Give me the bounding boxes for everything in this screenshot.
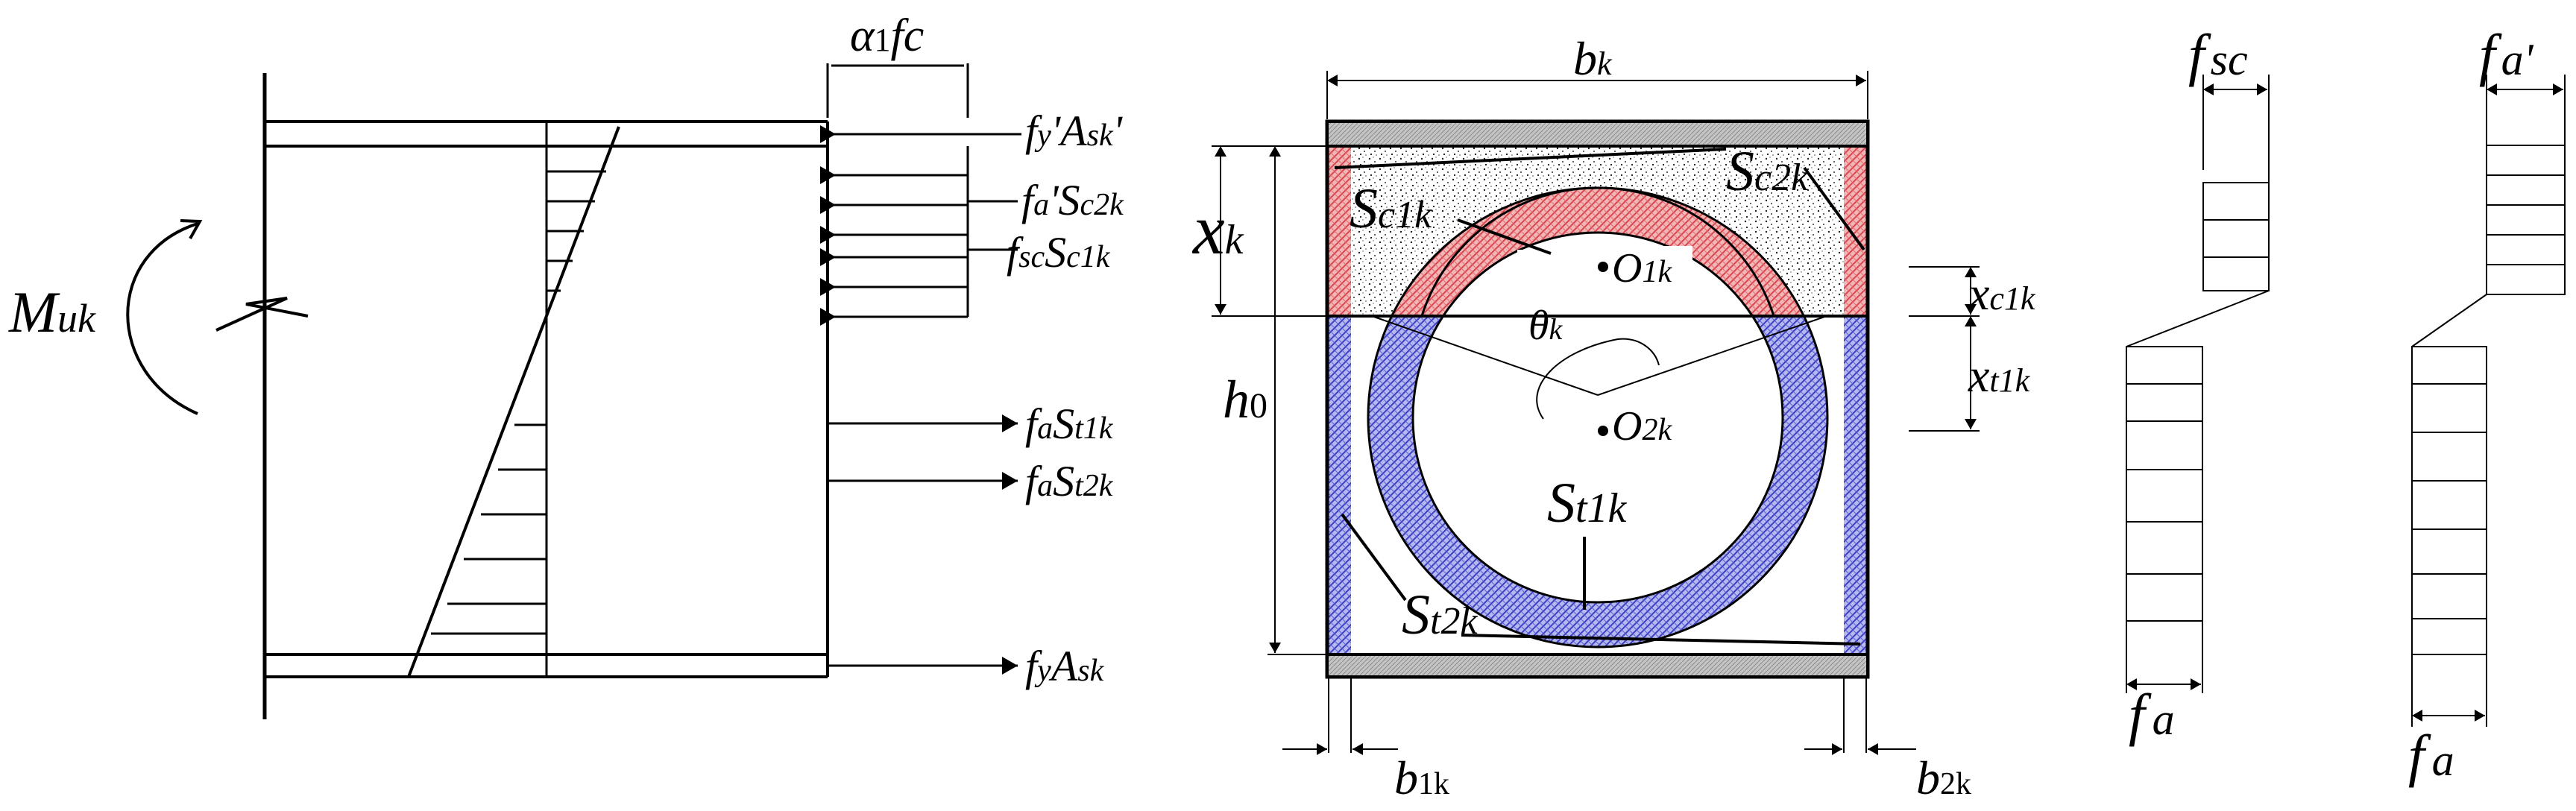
bottom-flange-plate [1326,653,1869,678]
o1k-label: O1k [1612,245,1672,291]
core-outline [1420,186,1775,316]
cross-section: bk xk h0 Sc1k Sc2k O1k θk O2k St1k St2k … [1191,32,2036,804]
bk-label: bk [1573,32,1613,85]
o2k-point [1598,426,1608,436]
stress-diagram-steel-wall [2411,75,2566,727]
top-flange-plate [1326,120,1869,148]
st1k-label: St1k [1547,472,1628,534]
fa-st1k-label: faSt1k [1025,400,1114,448]
xc1k-label: xc1k [1968,267,2036,320]
o2k-label: O2k [1612,403,1672,449]
sc2k-leader-2 [1803,166,1865,251]
st2k-leader-1 [1341,513,1407,602]
xt1k-label: xt1k [1968,349,2031,402]
fy-ask-label: fyAsk [1025,642,1105,690]
wall-compression-block [2486,145,2566,295]
moment-arrowhead [180,219,203,239]
strain-diagonal [407,126,620,678]
thetak-label: θk [1528,303,1563,349]
moment-arc [126,222,198,415]
fsc-sc1k-label: fscSc1k [1007,228,1111,277]
sc1k-label: Sc1k [1350,177,1432,240]
tube-tension-block [2126,346,2203,622]
b2k-label: b2k [1916,751,1971,804]
label-mask [1517,250,1592,302]
stress-diagram-steel-tube [2126,75,2270,693]
left-labels: Muk α1fc fy'Ask' fa'Sc2k fscSc1k faSt1k … [8,10,1124,690]
compression-block [820,63,1021,675]
xk-label: xk [1191,189,1244,269]
left-stress-section [126,73,829,719]
h0-label: h0 [1223,370,1267,429]
st2k-leader-2 [1461,634,1861,646]
tube-stress-diagonal [2126,290,2270,347]
sc2k-label: Sc2k [1726,140,1809,203]
label-mask-2 [1603,246,1692,302]
fy-prime-ask-label: fy'Ask' [1025,107,1124,155]
strain-hatch-lines [431,170,606,635]
o1k-point [1598,262,1608,272]
moment-label: Muk [8,280,96,344]
fa-st2k-label: faSt2k [1025,457,1114,505]
right-wall-tension [1844,316,1866,655]
sc2k-leader-1 [1334,148,1727,169]
wall-stress-diagonal [2411,294,2487,347]
left-wall-tension [1329,316,1351,655]
theta-ray-right [1597,315,1827,396]
theta-arc [1536,338,1660,420]
left-wall-compression [1329,146,1351,316]
right-wall-compression [1844,146,1866,316]
st2k-label: St2k [1402,584,1478,646]
theta-ray-left [1371,315,1599,396]
wall-tension-block [2411,346,2487,655]
alpha-fc-label: α1fc [850,10,924,61]
b1k-label: b1k [1394,751,1449,804]
tube-core-bottom [1411,316,1784,604]
tube-compression-block [2202,182,2270,291]
break-line [215,297,309,332]
sc1k-leader [1457,218,1552,255]
fa-prime-sc2k-label: fa'Sc2k [1021,176,1124,224]
